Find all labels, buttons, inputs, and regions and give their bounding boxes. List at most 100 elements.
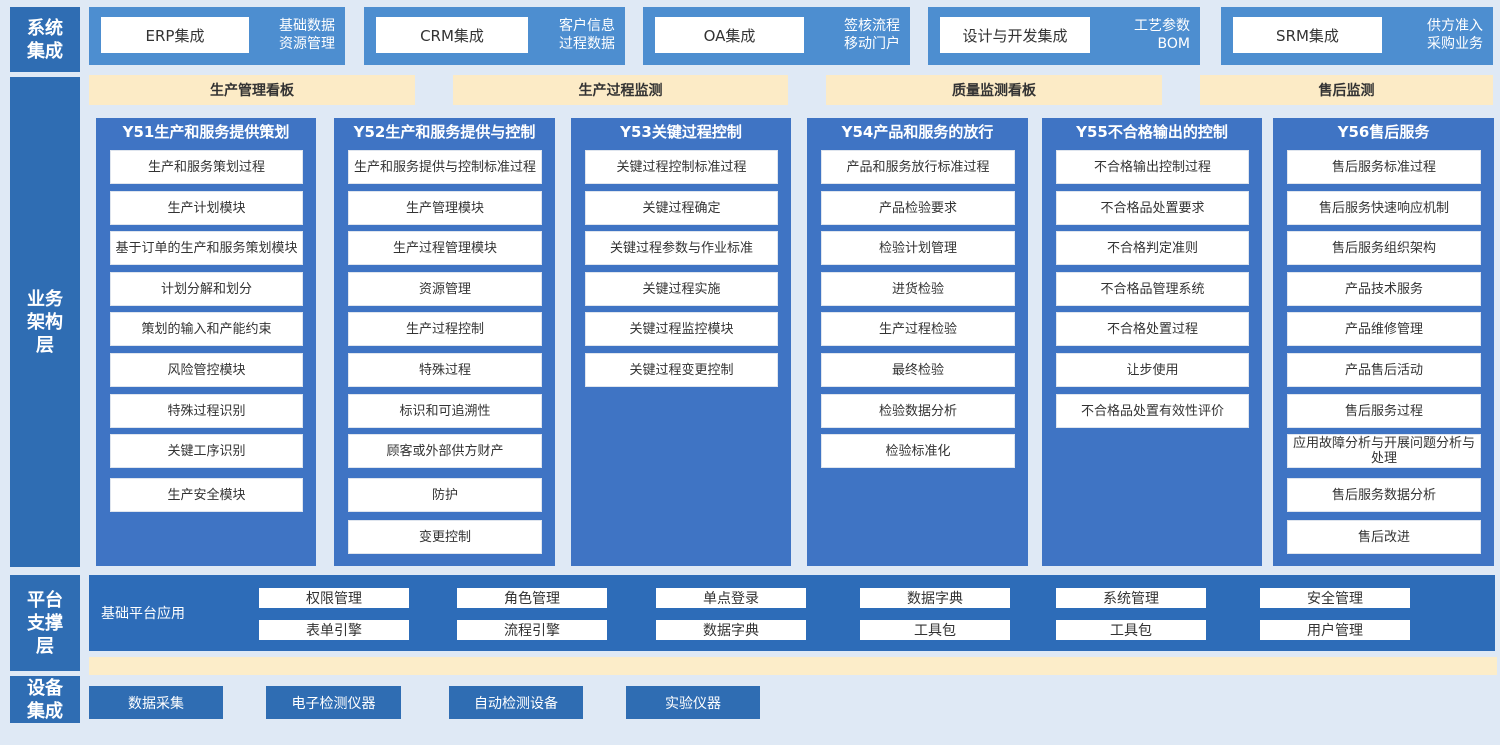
module-item[interactable]: 生产计划模块 bbox=[110, 191, 303, 225]
module-item[interactable]: 产品和服务放行标准过程 bbox=[821, 150, 1015, 184]
module-item[interactable]: 生产管理模块 bbox=[348, 191, 542, 225]
module-item[interactable]: 售后服务标准过程 bbox=[1287, 150, 1481, 184]
module-item[interactable]: 生产和服务提供与控制标准过程 bbox=[348, 150, 542, 184]
column-title: Y56售后服务 bbox=[1337, 123, 1430, 141]
module-item[interactable]: 生产过程检验 bbox=[821, 312, 1015, 346]
platform-item[interactable]: 表单引擎 bbox=[259, 620, 409, 640]
platform-item[interactable]: 数据字典 bbox=[656, 620, 806, 640]
platform-layer: 基础平台应用 权限管理角色管理单点登录数据字典系统管理安全管理表单引擎流程引擎数… bbox=[89, 575, 1495, 651]
module-item[interactable]: 关键过程控制标准过程 bbox=[585, 150, 778, 184]
system-desc: 签核流程 移动门户 bbox=[844, 18, 900, 52]
column-title: Y55不合格输出的控制 bbox=[1076, 123, 1228, 141]
platform-item[interactable]: 系统管理 bbox=[1056, 588, 1206, 608]
system-desc: 工艺参数 BOM bbox=[1134, 18, 1190, 52]
business-column-4: Y54产品和服务的放行产品和服务放行标准过程产品检验要求检验计划管理进货检验生产… bbox=[807, 118, 1028, 566]
platform-item[interactable]: 角色管理 bbox=[457, 588, 607, 608]
business-column-5: Y55不合格输出的控制不合格输出控制过程不合格品处置要求不合格判定准则不合格品管… bbox=[1042, 118, 1262, 566]
system-oa[interactable]: OA集成 签核流程 移动门户 bbox=[643, 7, 910, 65]
side-label-business: 业务 架构 层 bbox=[10, 77, 80, 567]
module-item[interactable]: 不合格输出控制过程 bbox=[1056, 150, 1249, 184]
module-item[interactable]: 风险管控模块 bbox=[110, 353, 303, 387]
module-item[interactable]: 产品检验要求 bbox=[821, 191, 1015, 225]
module-item[interactable]: 顾客或外部供方财产 bbox=[348, 434, 542, 468]
system-name: ERP集成 bbox=[101, 17, 249, 53]
module-item[interactable]: 防护 bbox=[348, 478, 542, 512]
module-item[interactable]: 不合格品管理系统 bbox=[1056, 272, 1249, 306]
module-item[interactable]: 生产和服务策划过程 bbox=[110, 150, 303, 184]
module-item[interactable]: 应用故障分析与开展问题分析与处理 bbox=[1287, 434, 1481, 468]
module-item[interactable]: 关键过程监控模块 bbox=[585, 312, 778, 346]
platform-item[interactable]: 安全管理 bbox=[1260, 588, 1410, 608]
module-item[interactable]: 特殊过程 bbox=[348, 353, 542, 387]
dashboard-aftersales[interactable]: 售后监测 bbox=[1200, 75, 1493, 105]
platform-item[interactable]: 流程引擎 bbox=[457, 620, 607, 640]
platform-item[interactable]: 权限管理 bbox=[259, 588, 409, 608]
module-item[interactable]: 计划分解和划分 bbox=[110, 272, 303, 306]
dashboard-quality[interactable]: 质量监测看板 bbox=[826, 75, 1162, 105]
platform-item[interactable]: 数据字典 bbox=[860, 588, 1010, 608]
system-desc: 客户信息 过程数据 bbox=[559, 18, 615, 52]
module-item[interactable]: 最终检验 bbox=[821, 353, 1015, 387]
module-item[interactable]: 基于订单的生产和服务策划模块 bbox=[110, 231, 303, 265]
device-electronic-instrument[interactable]: 电子检测仪器 bbox=[266, 686, 401, 719]
module-item[interactable]: 变更控制 bbox=[348, 520, 542, 554]
system-srm[interactable]: SRM集成 供方准入 采购业务 bbox=[1221, 7, 1493, 65]
device-lab-instrument[interactable]: 实验仪器 bbox=[626, 686, 760, 719]
module-item[interactable]: 进货检验 bbox=[821, 272, 1015, 306]
side-label-platform: 平台 支撑 层 bbox=[10, 575, 80, 671]
module-item[interactable]: 产品维修管理 bbox=[1287, 312, 1481, 346]
system-name: OA集成 bbox=[655, 17, 804, 53]
module-item[interactable]: 产品售后活动 bbox=[1287, 353, 1481, 387]
system-name: 设计与开发集成 bbox=[940, 17, 1090, 53]
module-item[interactable]: 资源管理 bbox=[348, 272, 542, 306]
system-desc: 供方准入 采购业务 bbox=[1427, 18, 1483, 52]
system-name: SRM集成 bbox=[1233, 17, 1382, 53]
column-title: Y51生产和服务提供策划 bbox=[122, 123, 290, 141]
module-item[interactable]: 让步使用 bbox=[1056, 353, 1249, 387]
module-item[interactable]: 特殊过程识别 bbox=[110, 394, 303, 428]
module-item[interactable]: 售后服务组织架构 bbox=[1287, 231, 1481, 265]
module-item[interactable]: 关键过程变更控制 bbox=[585, 353, 778, 387]
module-item[interactable]: 产品技术服务 bbox=[1287, 272, 1481, 306]
module-item[interactable]: 检验计划管理 bbox=[821, 231, 1015, 265]
device-data-collection[interactable]: 数据采集 bbox=[89, 686, 223, 719]
module-item[interactable]: 关键工序识别 bbox=[110, 434, 303, 468]
module-item[interactable]: 关键过程确定 bbox=[585, 191, 778, 225]
module-item[interactable]: 检验数据分析 bbox=[821, 394, 1015, 428]
divider-strip bbox=[89, 657, 1497, 675]
module-item[interactable]: 关键过程实施 bbox=[585, 272, 778, 306]
module-item[interactable]: 生产过程管理模块 bbox=[348, 231, 542, 265]
module-item[interactable]: 生产过程控制 bbox=[348, 312, 542, 346]
dashboard-process[interactable]: 生产过程监测 bbox=[453, 75, 788, 105]
system-desc: 基础数据 资源管理 bbox=[279, 18, 335, 52]
system-crm[interactable]: CRM集成 客户信息 过程数据 bbox=[364, 7, 625, 65]
system-erp[interactable]: ERP集成 基础数据 资源管理 bbox=[89, 7, 345, 65]
column-title: Y52生产和服务提供与控制 bbox=[353, 123, 536, 141]
dashboard-production[interactable]: 生产管理看板 bbox=[89, 75, 415, 105]
platform-item[interactable]: 用户管理 bbox=[1260, 620, 1410, 640]
business-column-1: Y51生产和服务提供策划生产和服务策划过程生产计划模块基于订单的生产和服务策划模… bbox=[96, 118, 316, 566]
side-label-system: 系统 集成 bbox=[10, 7, 80, 72]
business-column-2: Y52生产和服务提供与控制生产和服务提供与控制标准过程生产管理模块生产过程管理模… bbox=[334, 118, 555, 566]
business-column-6: Y56售后服务售后服务标准过程售后服务快速响应机制售后服务组织架构产品技术服务产… bbox=[1273, 118, 1494, 566]
module-item[interactable]: 生产安全模块 bbox=[110, 478, 303, 512]
module-item[interactable]: 关键过程参数与作业标准 bbox=[585, 231, 778, 265]
module-item[interactable]: 不合格判定准则 bbox=[1056, 231, 1249, 265]
module-item[interactable]: 售后服务过程 bbox=[1287, 394, 1481, 428]
module-item[interactable]: 售后服务快速响应机制 bbox=[1287, 191, 1481, 225]
device-auto-inspection[interactable]: 自动检测设备 bbox=[449, 686, 583, 719]
system-design[interactable]: 设计与开发集成 工艺参数 BOM bbox=[928, 7, 1200, 65]
module-item[interactable]: 不合格品处置有效性评价 bbox=[1056, 394, 1249, 428]
module-item[interactable]: 不合格处置过程 bbox=[1056, 312, 1249, 346]
module-item[interactable]: 策划的输入和产能约束 bbox=[110, 312, 303, 346]
module-item[interactable]: 售后改进 bbox=[1287, 520, 1481, 554]
platform-item[interactable]: 工具包 bbox=[1056, 620, 1206, 640]
module-item[interactable]: 不合格品处置要求 bbox=[1056, 191, 1249, 225]
column-title: Y54产品和服务的放行 bbox=[841, 123, 994, 141]
platform-item[interactable]: 工具包 bbox=[860, 620, 1010, 640]
module-item[interactable]: 售后服务数据分析 bbox=[1287, 478, 1481, 512]
platform-item[interactable]: 单点登录 bbox=[656, 588, 806, 608]
side-label-device: 设备 集成 bbox=[10, 676, 80, 723]
module-item[interactable]: 标识和可追溯性 bbox=[348, 394, 542, 428]
module-item[interactable]: 检验标准化 bbox=[821, 434, 1015, 468]
